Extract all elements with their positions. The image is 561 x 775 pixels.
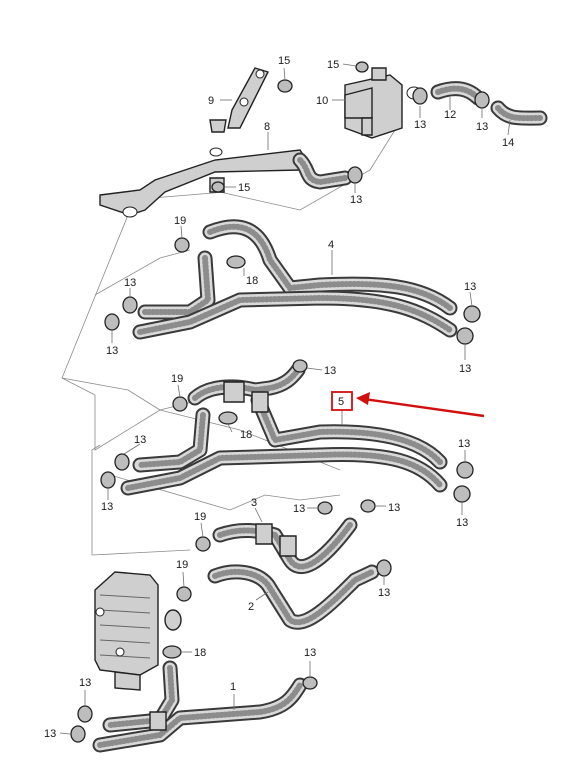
hose-part-4 <box>132 219 458 340</box>
label-13p: 13 <box>304 647 316 659</box>
clamp-13o <box>376 559 392 577</box>
label-13n: 13 <box>388 502 400 514</box>
clamp-13f <box>463 305 481 323</box>
label-13a: 13 <box>414 119 426 131</box>
clamp-13a <box>412 87 428 105</box>
label-part-8: 8 <box>264 121 270 133</box>
clamp-13e <box>104 313 120 331</box>
clamp-19a <box>174 237 190 253</box>
highlight-callout: 5 <box>331 391 485 418</box>
part-labels: 9 15 15 10 8 15 13 12 13 14 13 19 4 18 1… <box>44 55 514 740</box>
label-19a: 19 <box>174 215 186 227</box>
hose-part-5 <box>120 362 448 496</box>
label-part-1: 1 <box>230 681 236 693</box>
label-18b: 18 <box>240 429 252 441</box>
clamp-13k <box>456 461 474 479</box>
clamp-13d <box>122 296 138 314</box>
pipe-part-8 <box>99 147 312 218</box>
label-19b: 19 <box>171 373 183 385</box>
clamp-13p <box>302 676 318 690</box>
label-13k: 13 <box>458 438 470 450</box>
label-13g: 13 <box>459 363 471 375</box>
label-13b: 13 <box>476 121 488 133</box>
clamp-13j <box>100 471 116 489</box>
clamp-13c <box>347 166 363 184</box>
label-part-14: 14 <box>502 137 514 149</box>
label-13f: 13 <box>464 281 476 293</box>
hose-part-8-end <box>292 152 353 190</box>
clamp-18a <box>226 255 246 269</box>
clamp-19c <box>195 536 211 552</box>
label-13h: 13 <box>324 365 336 377</box>
label-18c: 18 <box>194 647 206 659</box>
label-13c: 13 <box>350 194 362 206</box>
label-13e: 13 <box>106 345 118 357</box>
hose-clamps <box>70 61 490 743</box>
clamp-13r <box>70 725 86 743</box>
label-18a: 18 <box>246 275 258 287</box>
highlight-box <box>331 391 353 411</box>
clamp-13g <box>456 327 474 345</box>
label-13o: 13 <box>378 587 390 599</box>
label-13m: 13 <box>293 503 305 515</box>
hose-part-3 <box>212 517 358 575</box>
clamp-13l <box>453 485 471 503</box>
hose-part-1 <box>92 660 308 753</box>
bracket-part-9 <box>209 67 269 133</box>
clamp-13n <box>360 499 376 513</box>
clamp-18c <box>162 645 182 659</box>
label-part-4: 4 <box>328 239 334 251</box>
clamp-13h <box>292 359 308 373</box>
leader-lines <box>59 63 511 735</box>
label-13q: 13 <box>79 677 91 689</box>
label-15c: 15 <box>238 182 250 194</box>
clamp-13b <box>474 91 490 109</box>
clamp-19d <box>176 586 192 602</box>
nut-15c <box>211 181 225 193</box>
label-part-9: 9 <box>208 95 214 107</box>
label-13i: 13 <box>134 434 146 446</box>
label-13r: 13 <box>44 728 56 740</box>
clamp-13m <box>317 501 333 515</box>
clamp-19b <box>172 396 188 412</box>
label-19c: 19 <box>194 511 206 523</box>
label-15b: 15 <box>327 59 339 71</box>
label-part-5: 5 <box>338 396 344 408</box>
red-arrow-head-icon <box>356 392 370 405</box>
clamp-18b <box>218 411 238 425</box>
label-13l: 13 <box>456 517 468 529</box>
nut-15a <box>277 79 293 93</box>
label-13d: 13 <box>124 277 136 289</box>
label-19d: 19 <box>176 559 188 571</box>
label-part-3: 3 <box>251 497 257 509</box>
valve-part-10 <box>344 67 422 139</box>
hose-part-12 <box>430 81 486 106</box>
label-13j: 13 <box>101 501 113 513</box>
heat-exchanger <box>94 571 182 691</box>
red-arrow-line <box>363 397 485 418</box>
clamp-13i <box>114 453 130 471</box>
label-part-12: 12 <box>444 109 456 121</box>
hose-part-2 <box>207 564 380 630</box>
label-15a: 15 <box>278 55 290 67</box>
clamp-13q <box>77 705 93 723</box>
label-part-10: 10 <box>316 95 328 107</box>
hose-part-14 <box>490 100 548 126</box>
nut-15b <box>355 61 369 73</box>
label-part-2: 2 <box>248 601 254 613</box>
